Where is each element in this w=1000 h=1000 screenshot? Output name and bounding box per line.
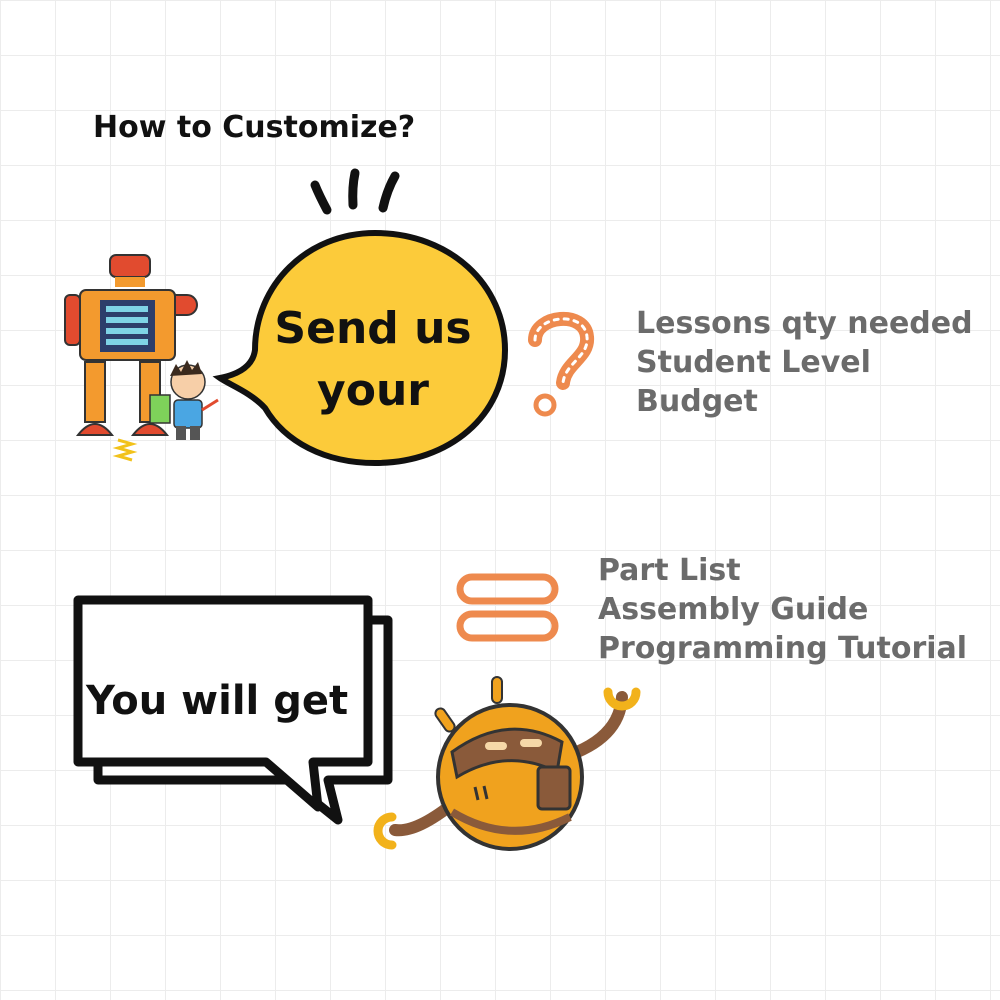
request-item-lessons: Lessons qty needed [636,306,973,341]
deliverable-item-programming-tutorial: Programming Tutorial [598,631,968,666]
request-item-level: Student Level [636,345,871,380]
request-item-budget: Budget [636,384,758,419]
send-speech-bubble [212,168,509,467]
send-bubble-text: Send us your [268,298,478,422]
round-robot-illustration [373,676,641,851]
kid-robot-illustration [64,254,219,462]
deliverable-item-part-list: Part List [598,553,741,588]
question-mark-icon [528,311,595,417]
deliverable-list: Part List Assembly Guide Programming Tut… [598,551,967,668]
send-bubble-line2: your [317,365,429,416]
deliverable-item-assembly-guide: Assembly Guide [598,592,869,627]
send-bubble-line1: Send us [274,303,472,354]
get-speech-bubble [73,595,393,825]
request-list: Lessons qty needed Student Level Budget [636,304,973,421]
equals-icon [456,573,559,642]
page-title: How to Customize? [93,110,416,145]
get-bubble-text: You will get [86,678,349,724]
